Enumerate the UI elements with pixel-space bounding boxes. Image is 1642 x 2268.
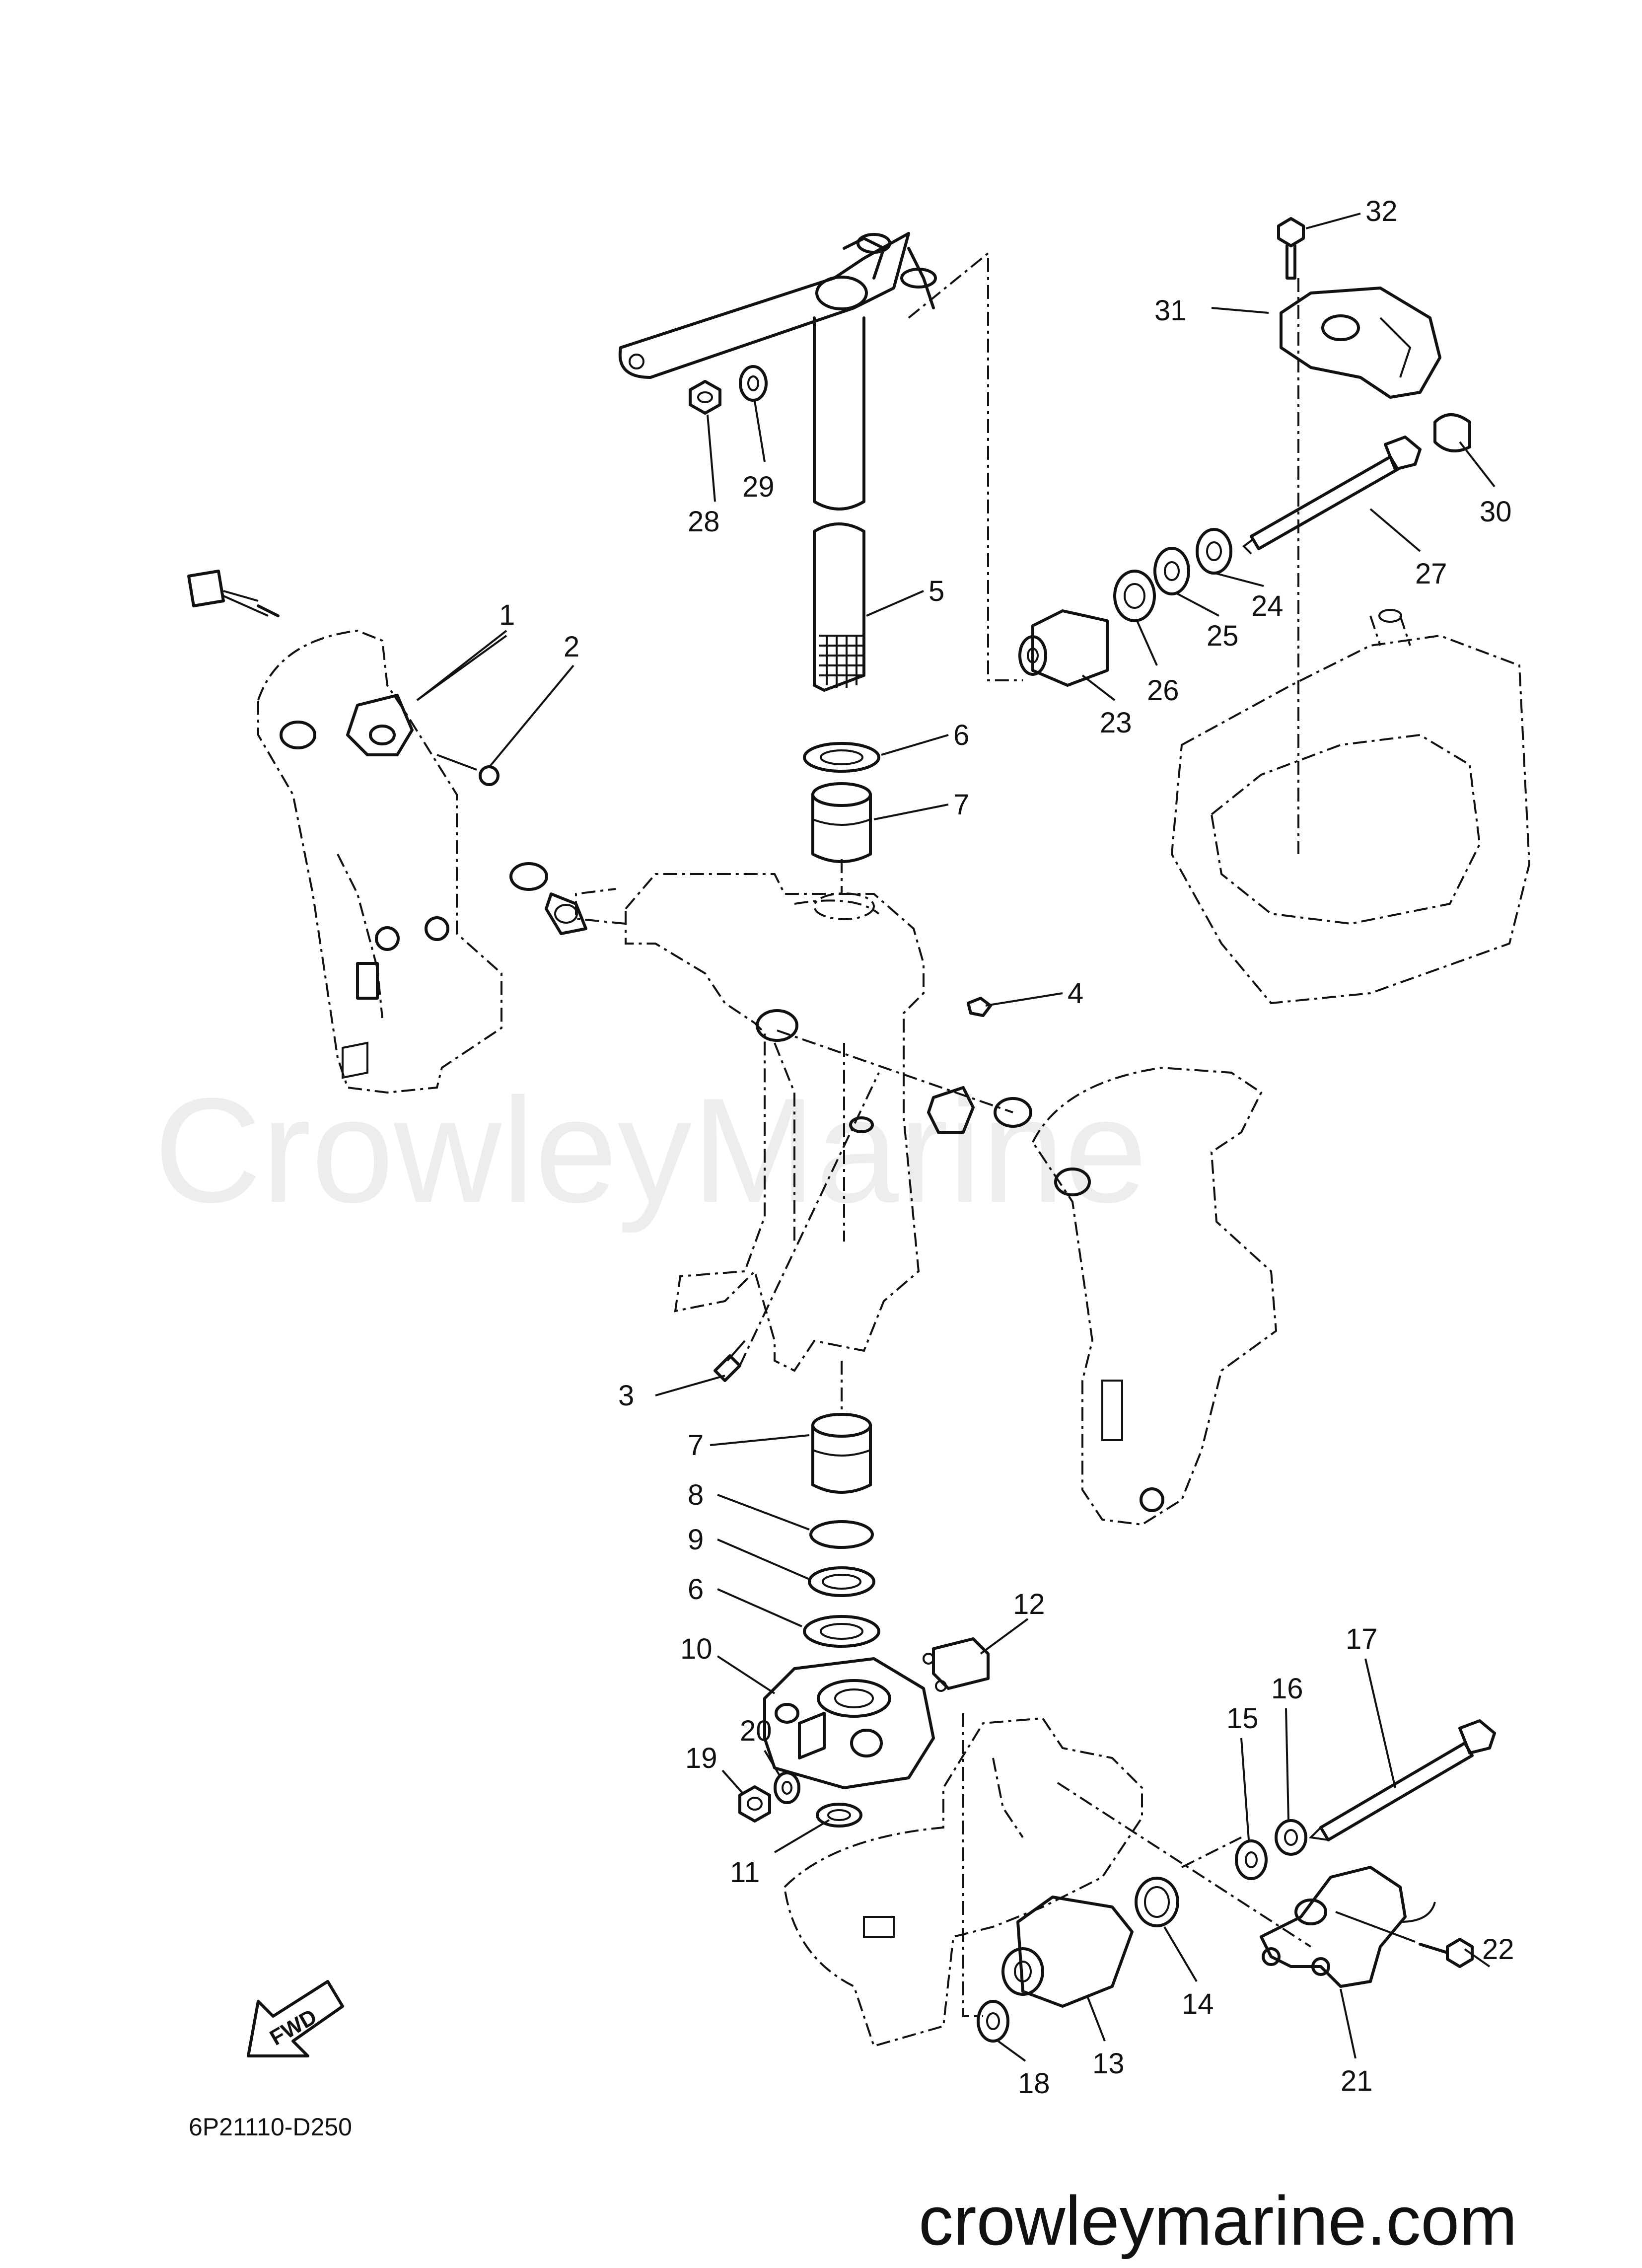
o-ring-14 [1135,1877,1179,1927]
watermark: CrowleyMarine [154,1067,1147,1235]
bolt-17 [1308,1719,1496,1841]
callout-14: 14 [1182,1988,1214,2020]
rubber-mount-23 [1018,609,1109,687]
screw-2 [436,754,500,786]
washer-15 [1235,1839,1268,1880]
callout-6a: 6 [953,719,969,751]
collar-26 [1113,570,1156,622]
callout-10: 10 [680,1633,713,1665]
washer-6-lower [803,1615,880,1648]
callout-3: 3 [618,1380,634,1412]
bolt-27 [1242,436,1422,555]
bushing-right [927,1086,1032,1134]
rubber-mount-13 [1001,1896,1134,2008]
callout-21: 21 [1341,2065,1373,2097]
callout-23: 23 [1100,707,1132,739]
washer-29 [739,365,768,402]
callout-15: 15 [1226,1702,1259,1735]
callout-29: 29 [742,471,775,503]
leader-lines [416,213,1496,2062]
washer-6-upper [803,742,880,773]
callout-30: 30 [1480,496,1512,528]
callout-17: 17 [1346,1623,1378,1655]
callout-18: 18 [1018,2067,1050,2100]
lower-mount-housing-10 [763,1657,935,1789]
callout-5: 5 [928,575,944,607]
bushing-left [509,862,587,935]
callout-32: 32 [1365,195,1398,227]
callout-4: 4 [1068,977,1083,1010]
steering-shaft [813,316,865,692]
callout-9: 9 [688,1524,704,1556]
steering-arm [618,232,937,379]
callout-27: 27 [1415,558,1447,590]
lower-bracket-21 [1260,1866,1436,1988]
o-ring-8 [809,1520,874,1549]
grease-nipple-4 [967,997,992,1017]
diagram-code: 6P21110-D250 [189,2113,352,2141]
callout-6b: 6 [688,1573,704,1606]
callout-2: 2 [564,631,579,663]
washer-24 [1196,528,1232,575]
callout-24: 24 [1251,590,1284,622]
trim-sensor-switch [187,570,414,756]
bush-7-upper [811,782,872,863]
callout-26: 26 [1147,674,1179,707]
engine-bottom-cowling [1170,609,1531,1005]
callout-22: 22 [1482,1933,1514,1966]
damper-12 [923,1637,990,1692]
forward-direction-arrow: FWD [247,1980,344,2057]
nut-19 [738,1785,771,1823]
washer-18 [977,2000,1009,2043]
callout-19: 19 [685,1742,717,1774]
callout-12: 12 [1013,1588,1045,1620]
clamp-bracket-left [257,629,502,1094]
bush-16 [1275,1819,1307,1856]
collar-30 [1433,413,1471,452]
upper-mount-31 [1280,287,1441,399]
bush-7-lower [811,1413,872,1494]
website-url: crowleymarine.com [919,2182,1517,2260]
bolt-22 [1335,1911,1474,1968]
washer-20 [774,1771,800,1804]
callout-labels: 1 2 3 4 5 6 7 7 8 9 6 10 11 12 13 14 15 … [499,195,1514,2100]
upper-casing [783,1717,1143,2048]
callout-7b: 7 [688,1429,704,1462]
callout-1: 1 [499,599,515,631]
callout-11: 11 [730,1856,760,1889]
callout-20: 20 [740,1715,772,1747]
bolt-32 [1277,217,1305,280]
callout-7a: 7 [953,789,969,821]
callout-13: 13 [1092,2048,1125,2080]
callout-28: 28 [688,506,720,538]
nut-28 [689,380,721,415]
callout-25: 25 [1207,620,1239,652]
clip-11 [816,1803,862,1828]
callout-31: 31 [1154,294,1187,327]
washer-9 [808,1566,875,1597]
washer-25 [1153,547,1190,595]
clamp-bracket-right [1031,1066,1278,1526]
screw-3 [714,1340,746,1382]
callout-16: 16 [1271,1673,1303,1705]
callout-8: 8 [688,1479,704,1511]
